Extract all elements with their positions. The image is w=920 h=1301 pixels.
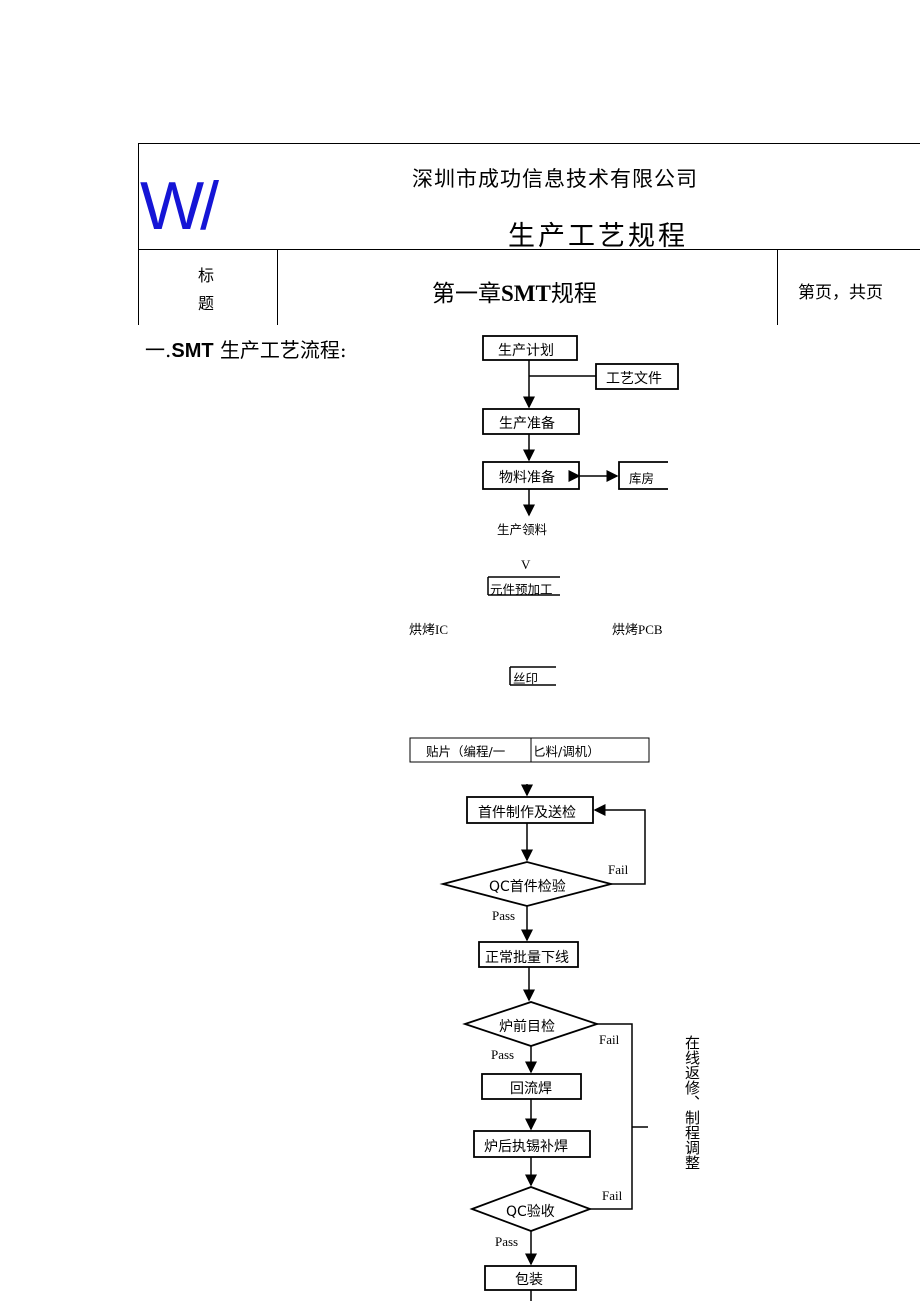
flow-label-fail-2: Fail: [599, 1032, 620, 1047]
header-top-border: [138, 143, 920, 144]
flow-box-warehouse: [618, 461, 668, 490]
flow-box-post-oven: [473, 1130, 591, 1158]
flow-label-reflow: 回流焊: [510, 1081, 552, 1097]
flow-label-placement-b: 匕料/调机）: [533, 744, 600, 759]
flow-label-pre-oven: 炉前目检: [499, 1019, 555, 1035]
section-prefix: 一.: [145, 338, 172, 362]
chapter-prefix: 第一章: [432, 281, 501, 307]
flow-label-post-oven: 炉后执锡补焊: [484, 1139, 568, 1155]
flow-v-mark-2: V: [522, 782, 532, 797]
flow-label-fail-1: Fail: [608, 862, 629, 877]
flow-label-pass-2: Pass: [491, 1047, 515, 1062]
section-bold: SMT: [171, 340, 214, 362]
page-info: 第页，共页: [798, 283, 883, 303]
document-type: 生产工艺规程: [508, 221, 688, 252]
flow-label-bake-ic: 烘烤IC: [409, 622, 449, 637]
chapter-suffix: 规程: [550, 281, 597, 307]
flow-box-mass-prod: [478, 941, 579, 968]
flow-label-plan: 生产计划: [498, 343, 554, 359]
flow-loop-fail-1: [593, 804, 646, 885]
flow-label-warehouse: 库房: [629, 471, 655, 486]
flow-label-qc-first: QC首件检验: [489, 879, 566, 895]
section-heading: 一.SMT 生产工艺流程:: [145, 334, 347, 363]
flow-label-prep: 生产准备: [499, 416, 555, 432]
company-name: 深圳市成功信息技术有限公司: [412, 167, 698, 191]
flow-label-material-prep: 物料准备: [499, 470, 555, 486]
flow-label-fail-3: Fail: [602, 1188, 623, 1203]
flow-label-preprocess: 元件预加工: [490, 582, 553, 597]
flow-v-mark-1: V: [521, 557, 531, 572]
header-middle-border: [138, 249, 920, 250]
flow-box-process-doc: [595, 363, 679, 390]
flow-box-material-prep: [482, 461, 580, 490]
flow-label-mass-prod: 正常批量下线: [485, 950, 569, 966]
flow-box-first-article: [466, 796, 594, 824]
flow-label-first-article: 首件制作及送检: [478, 805, 576, 821]
section-suffix: 生产工艺流程:: [219, 338, 347, 362]
flow-label-print: 丝印: [513, 671, 539, 686]
title-label-line1: 标: [198, 266, 215, 285]
flow-side-note-rework: 在线返修、制程调整: [683, 1035, 701, 1170]
flow-box-prep: [482, 408, 580, 435]
chapter-title: 第一章SMT规程: [432, 274, 597, 308]
flow-box-placement: [409, 737, 650, 763]
flow-label-issue-material: 生产领料: [497, 522, 548, 537]
header-left-border: [138, 143, 139, 325]
header-divider-left: [277, 249, 278, 325]
company-logo: W/: [140, 168, 219, 244]
flow-box-plan: [482, 335, 578, 361]
chapter-bold: SMT: [501, 281, 551, 306]
flow-box-packing: [484, 1265, 577, 1291]
title-label-line2: 题: [198, 294, 215, 313]
flow-label-packing: 包装: [515, 1272, 543, 1288]
flow-label-pass-1: Pass: [492, 908, 516, 923]
flow-label-process-doc: 工艺文件: [606, 371, 662, 387]
flow-line-fail-2: [590, 1023, 633, 1210]
header-divider-right: [777, 249, 778, 325]
flow-label-qc-accept: QC验收: [506, 1204, 555, 1220]
flow-label-bake-pcb: 烘烤PCB: [612, 622, 663, 637]
flow-label-placement-a: 贴片（编程/一: [426, 744, 506, 759]
flow-label-pass-3: Pass: [495, 1234, 519, 1249]
